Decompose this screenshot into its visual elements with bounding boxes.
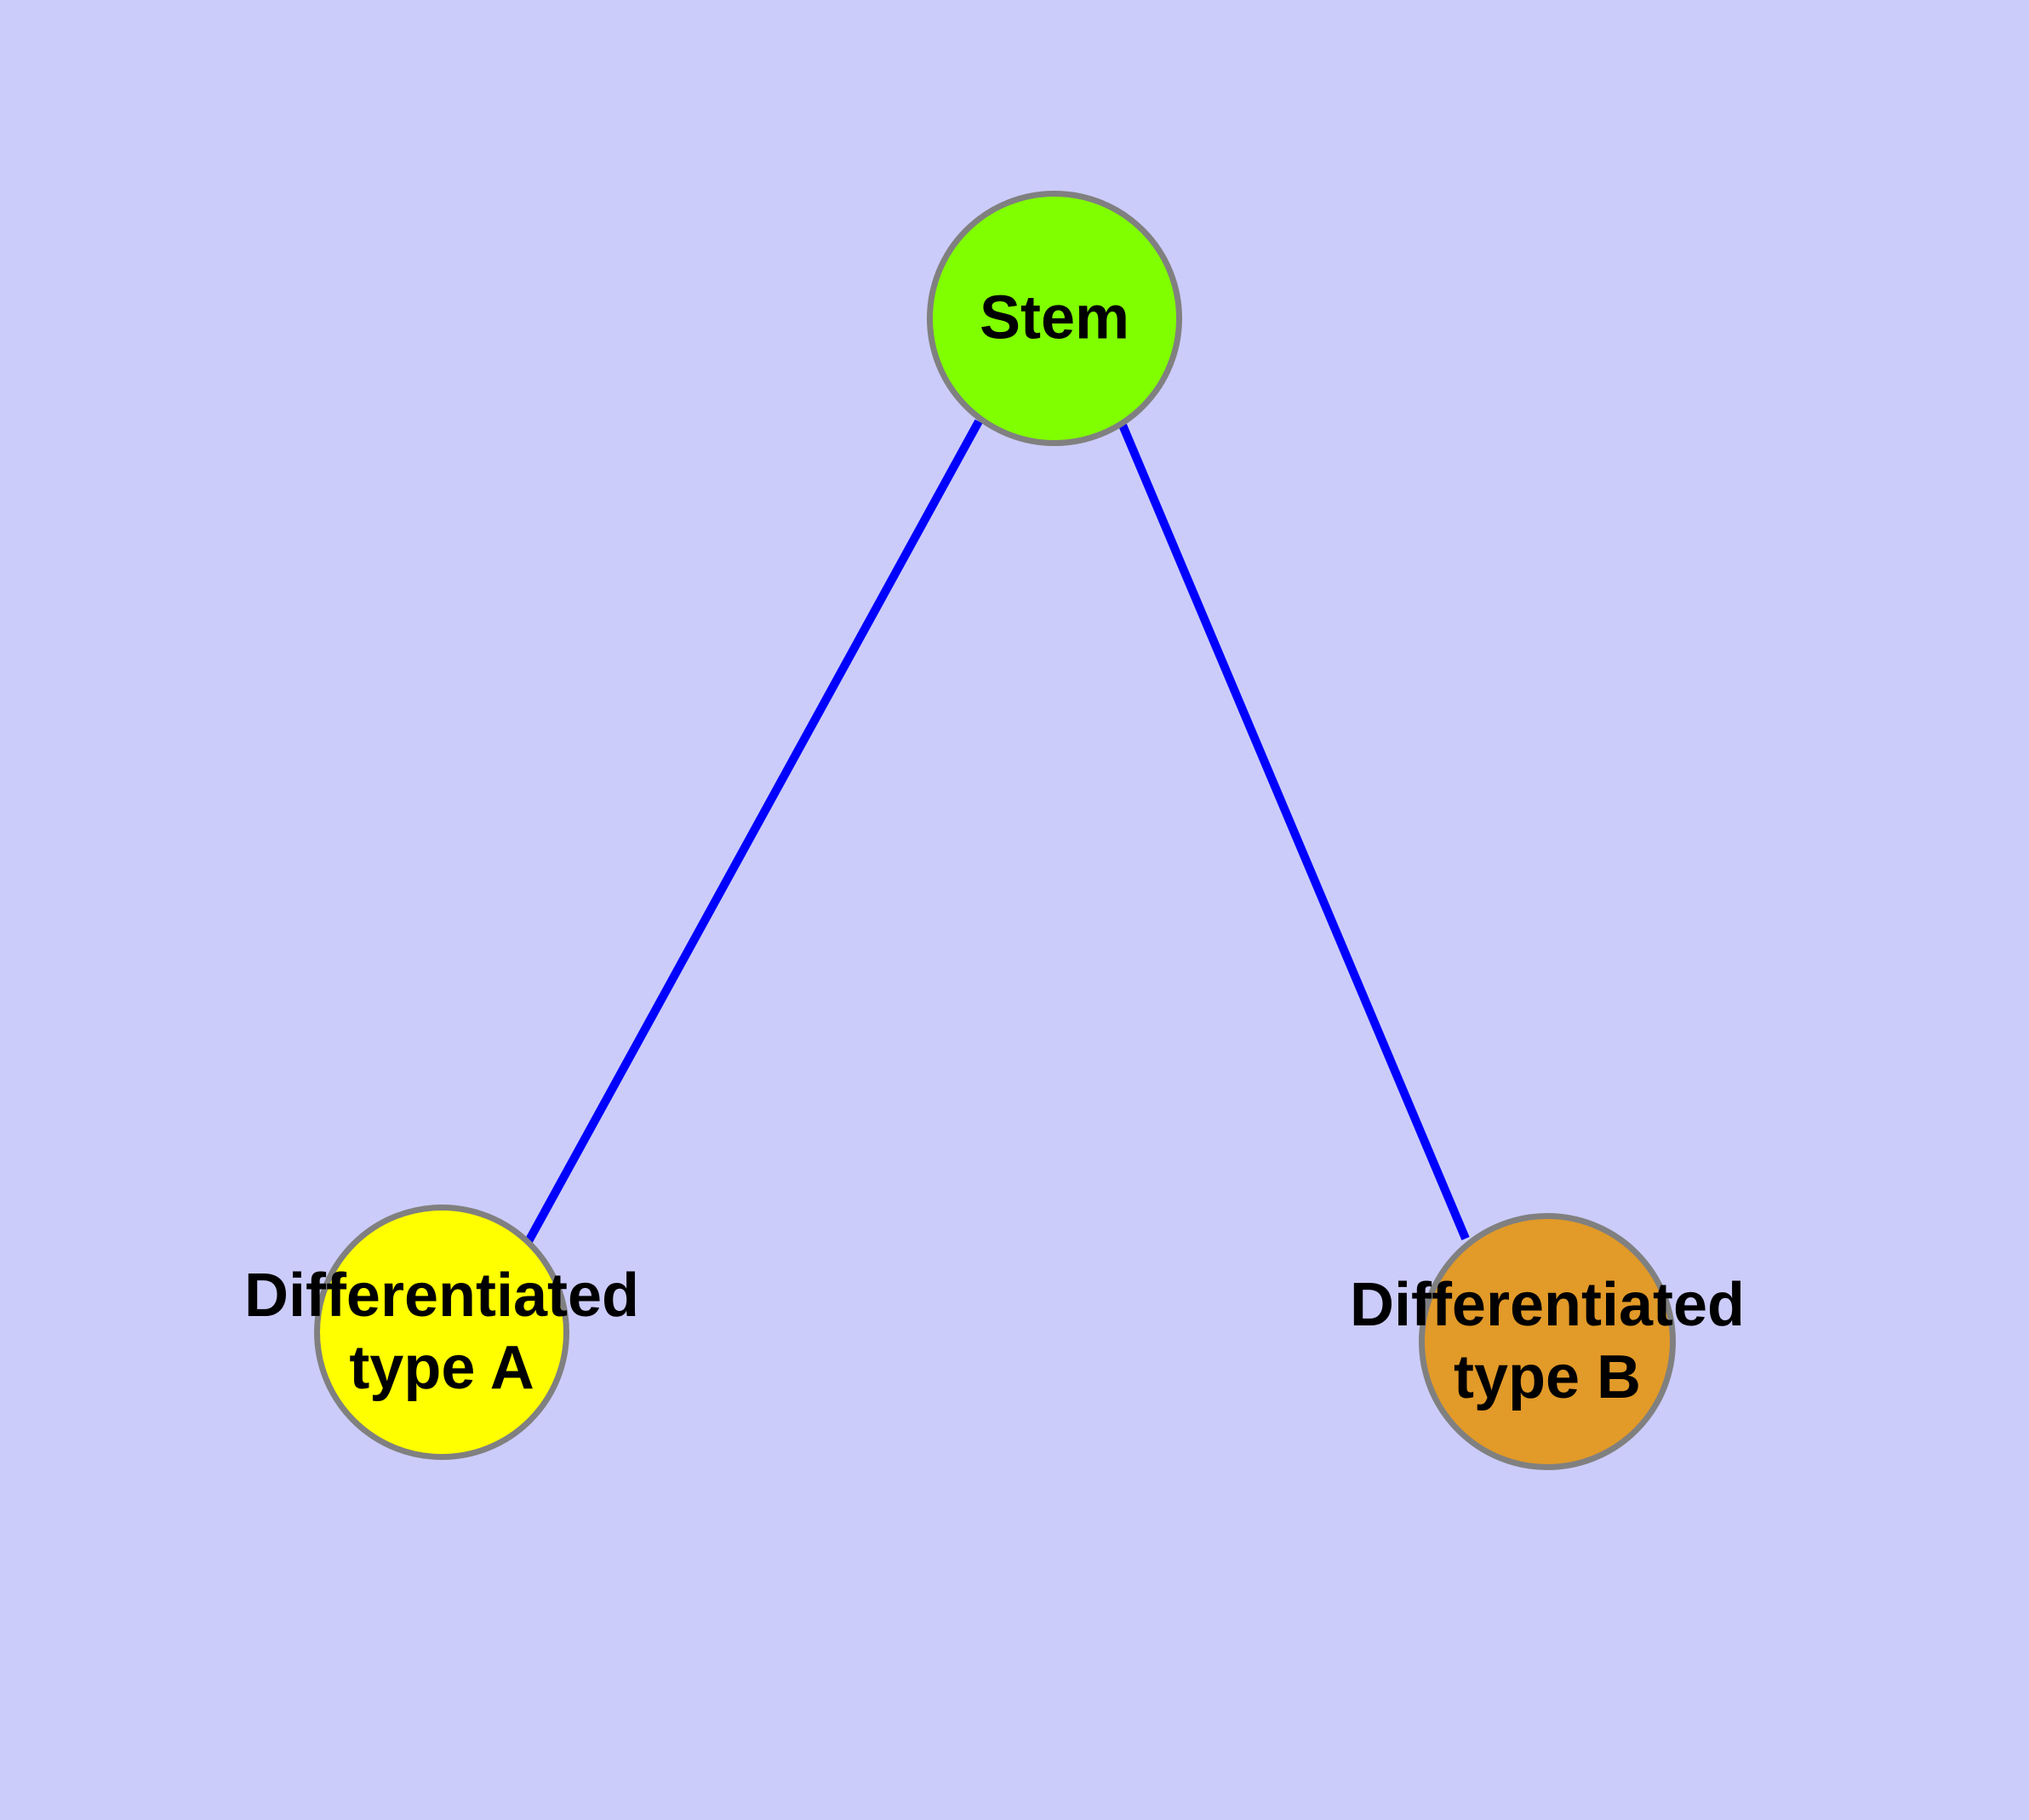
edge-stem-to-diff-a[interactable] [523,419,983,1245]
node-differentiated-type-b[interactable] [1419,1213,1676,1470]
edge-stem-to-diff-b[interactable] [1117,421,1470,1240]
node-stem[interactable] [927,191,1182,446]
node-differentiated-type-a[interactable] [314,1205,569,1460]
